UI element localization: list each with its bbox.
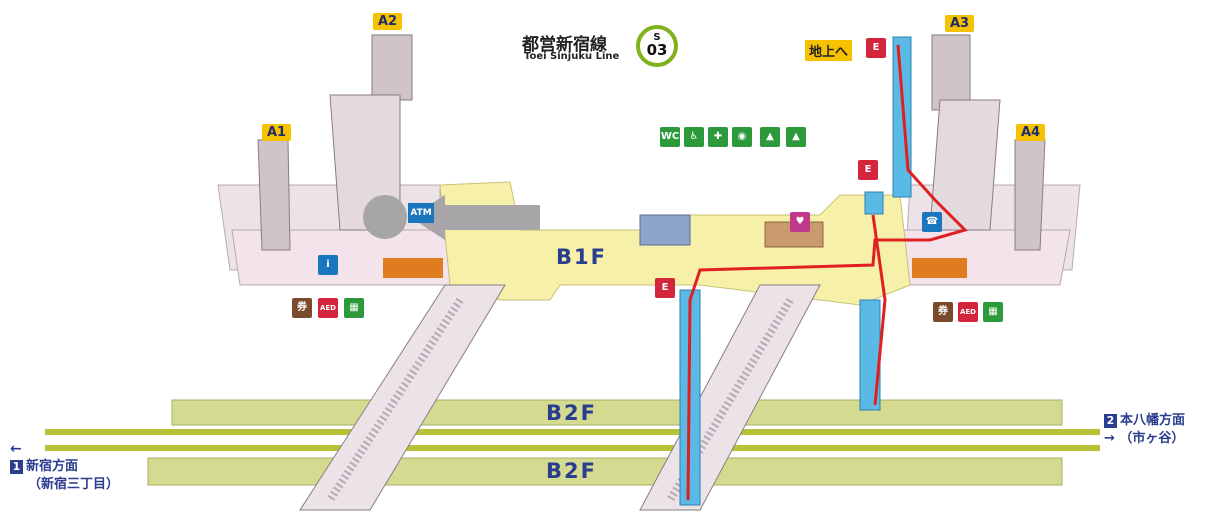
ticket-machine-icon: 券 xyxy=(292,298,312,318)
direction-label-right: 本八幡方面 xyxy=(1120,413,1186,428)
baby-icon: ◉ xyxy=(732,127,752,147)
aed-icon: AED xyxy=(318,298,338,318)
accessible-route xyxy=(871,214,887,406)
nursing-room-icon: ♥ xyxy=(790,212,810,232)
floor-label-b1f: B1F xyxy=(556,245,607,269)
diaper-icon: ▲ xyxy=(760,127,780,147)
elevator-shaft xyxy=(864,191,884,215)
station-letter: S xyxy=(653,32,661,43)
floor-label-b2f-lower: B2F xyxy=(546,459,597,483)
station-number-badge: S 03 xyxy=(636,25,678,67)
line-name-en: Toei Sinjuku Line xyxy=(524,51,620,62)
arrow-right-icon: → xyxy=(1104,431,1120,446)
info-booth xyxy=(639,214,691,246)
stairs-a2 xyxy=(371,34,413,101)
direction-number-left: 1 xyxy=(10,460,23,474)
stairs-a3-lower xyxy=(929,99,1001,231)
stairs-to-b2f-left xyxy=(299,284,506,511)
escalator-a3 xyxy=(892,36,912,198)
direction-arrow-icon xyxy=(410,195,540,240)
line-name: 都営新宿線 xyxy=(522,35,607,55)
exit-a1-tag: A1 xyxy=(262,124,292,141)
elevator-icon: E xyxy=(655,278,675,298)
stairs-a1 xyxy=(257,139,291,251)
exit-a4-tag: A4 xyxy=(1016,124,1046,141)
to-ground-label: 地上へ xyxy=(805,40,853,61)
elevator-icon: E xyxy=(866,38,886,58)
floor-label-b2f-upper: B2F xyxy=(546,401,597,425)
direction-label-left: 新宿方面 xyxy=(26,459,79,474)
platform-b2f-upper xyxy=(171,399,1063,426)
elevator-icon: E xyxy=(858,160,878,180)
toilet-icon: WC xyxy=(660,127,680,147)
phone-icon: ☎ xyxy=(922,212,942,232)
exit-a3-tag: A3 xyxy=(945,15,975,32)
accessible-route xyxy=(686,44,968,501)
direction-sub-right: （市ヶ谷） xyxy=(1119,431,1185,446)
coin-locker-icon: ▦ xyxy=(344,298,364,318)
arrow-left-icon: ← xyxy=(10,441,22,457)
exit-a2-tag: A2 xyxy=(373,13,403,30)
ticket-gate-west xyxy=(383,258,443,278)
family-toilet-icon: ▲ xyxy=(786,127,806,147)
aed-icon: AED xyxy=(958,302,978,322)
ostomate-icon: ✚ xyxy=(708,127,728,147)
direction-sub-left: （新宿三丁目） xyxy=(28,477,120,492)
marker-dot xyxy=(363,195,407,239)
info-icon: i xyxy=(318,255,338,275)
stairs-tread xyxy=(666,297,794,503)
ticket-machine-icon: 券 xyxy=(933,302,953,322)
stairs-a3 xyxy=(931,34,971,111)
ticket-gate-east xyxy=(912,258,967,278)
atm-icon: ATM xyxy=(408,203,434,223)
coin-locker-icon: ▦ xyxy=(983,302,1003,322)
platform-b2f-lower xyxy=(147,457,1063,486)
station-number: 03 xyxy=(646,41,668,59)
wheelchair-icon: ♿ xyxy=(684,127,704,147)
direction-number-right: 2 xyxy=(1104,414,1117,428)
stairs-a4 xyxy=(1014,139,1046,251)
